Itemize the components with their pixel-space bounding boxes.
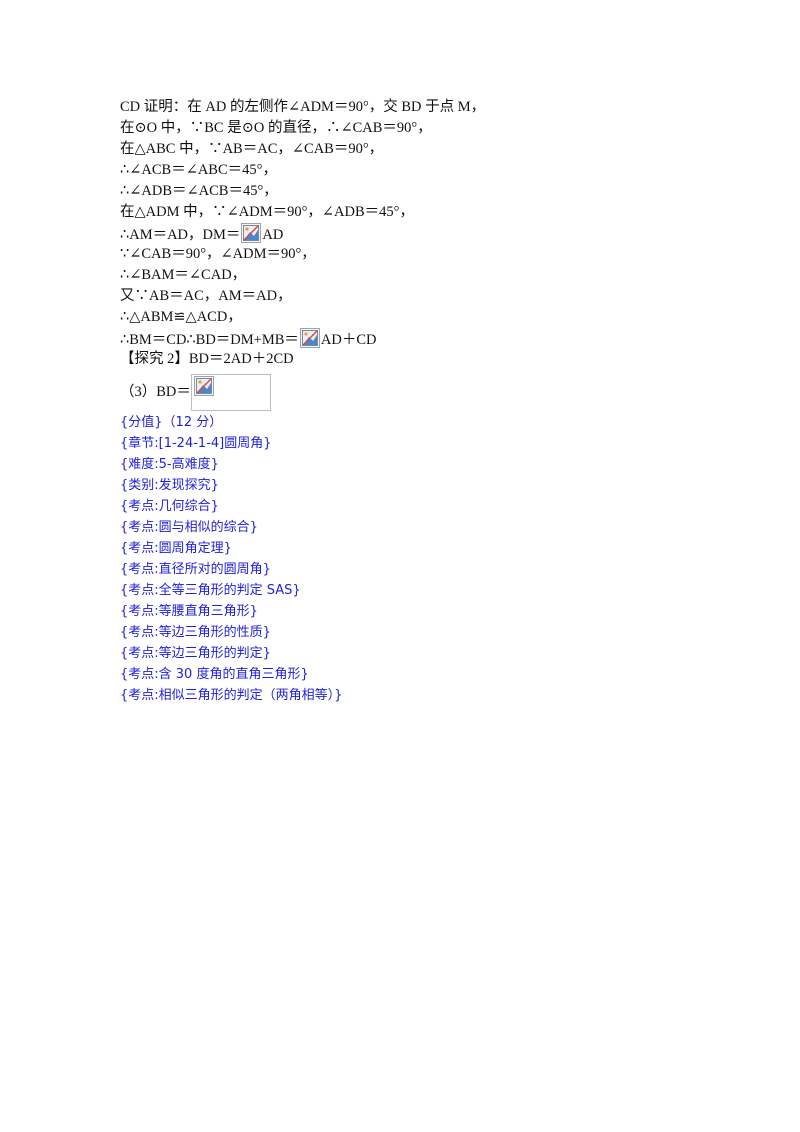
part-3-text: （3）BD＝ [120, 384, 191, 400]
proof-line-7-text-a: ∴AM＝AD，DM＝ [120, 227, 241, 243]
tag-knowledge-point: {考点:相似三角形的判定（两角相等）} [120, 688, 343, 703]
proof-line-7: ∴AM＝AD，DM＝ AD [120, 223, 720, 244]
proof-line-12: ∴BM＝CD∴BD＝DM+MB＝ AD＋CD [120, 328, 720, 349]
tag-knowledge-point: {考点:几何综合} [120, 499, 219, 514]
proof-line-9: ∴∠BAM＝∠CAD， [120, 267, 247, 283]
tag-difficulty: {难度:5-高难度} [120, 457, 219, 472]
explore-2-line: 【探究 2】BD＝2AD＋2CD [120, 351, 294, 367]
proof-line-6: 在△ADM 中，∵∠ADM＝90°，∠ADB＝45°， [120, 204, 414, 220]
tag-knowledge-point: {考点:等边三角形的性质} [120, 625, 271, 640]
tag-knowledge-point: {考点:直径所对的圆周角} [120, 562, 271, 577]
tag-knowledge-point: {考点:等腰直角三角形} [120, 604, 258, 619]
proof-line-7-text-b: AD [262, 227, 284, 243]
proof-line-3: 在△ABC 中，∵AB＝AC，∠CAB＝90°， [120, 141, 384, 157]
proof-line-10: 又∵AB＝AC，AM＝AD， [120, 288, 292, 304]
proof-line-1: CD 证明：在 AD 的左侧作∠ADM＝90°，交 BD 于点 M， [120, 99, 486, 115]
part-3-line: （3）BD＝ [120, 372, 720, 412]
proof-line-11: ∴△ABM≌△ACD， [120, 309, 242, 325]
solution-content: CD 证明：在 AD 的左侧作∠ADM＝90°，交 BD 于点 M， 在⊙O 中… [120, 97, 720, 706]
tag-knowledge-point: {考点:全等三角形的判定 SAS} [120, 583, 301, 598]
tag-knowledge-point: {考点:含 30 度角的直角三角形} [120, 667, 309, 682]
tag-score: {分值}（12 分） [120, 415, 223, 430]
proof-line-5: ∴∠ADB＝∠ACB＝45°， [120, 183, 278, 199]
proof-line-8: ∵∠CAB＝90°，∠ADM＝90°， [120, 246, 316, 262]
tag-knowledge-point: {考点:等边三角形的判定} [120, 646, 271, 661]
proof-line-4: ∴∠ACB＝∠ABC＝45°， [120, 162, 277, 178]
broken-image-icon [193, 376, 214, 397]
proof-line-12-text-b: AD＋CD [320, 332, 377, 348]
formula-image-box [190, 374, 271, 412]
proof-line-12-text-a: ∴BM＝CD∴BD＝DM+MB＝ [120, 332, 299, 348]
broken-image-icon [241, 223, 262, 243]
tag-chapter: {章节:[1-24-1-4]圆周角} [120, 436, 272, 451]
proof-line-2: 在⊙O 中，∵BC 是⊙O 的直径，∴∠CAB＝90°， [120, 120, 432, 136]
broken-image-icon [299, 328, 320, 348]
tag-knowledge-point: {考点:圆周角定理} [120, 541, 232, 556]
tag-category: {类别:发现探究} [120, 478, 219, 493]
tag-knowledge-point: {考点:圆与相似的综合} [120, 520, 258, 535]
